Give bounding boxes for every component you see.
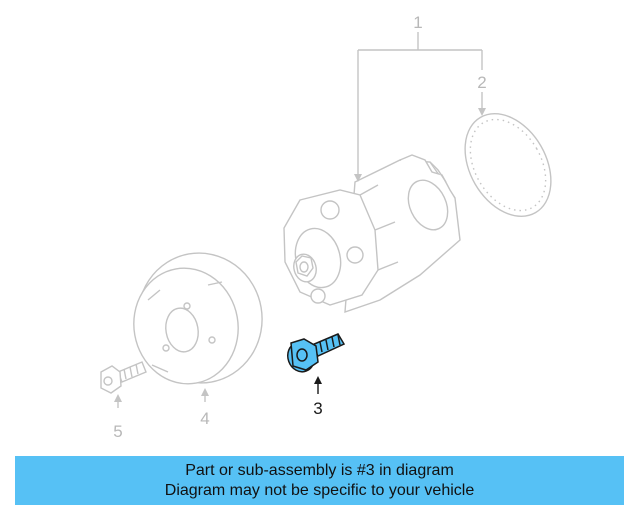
banner-line-disclaimer: Diagram may not be specific to your vehi… xyxy=(164,481,475,499)
gasket-part-2 xyxy=(464,113,552,217)
callout-1: 1 xyxy=(413,13,422,32)
info-banner: Part or sub-assembly is #3 in diagram Di… xyxy=(15,456,624,505)
bolt-part-3[interactable] xyxy=(284,333,346,376)
callout-5: 5 xyxy=(113,422,122,441)
pulley-part-4 xyxy=(133,252,263,385)
callout-3[interactable]: 3 xyxy=(313,399,322,418)
leader-part-3 xyxy=(314,376,322,394)
bolt-part-5 xyxy=(100,361,147,394)
water-pump-part-1 xyxy=(283,154,461,314)
leader-lines xyxy=(117,32,483,408)
banner-line-part-number: Part or sub-assembly is #3 in diagram xyxy=(185,461,454,479)
callout-4: 4 xyxy=(200,409,209,428)
callout-2: 2 xyxy=(477,73,486,92)
leader-arrows xyxy=(114,108,486,402)
